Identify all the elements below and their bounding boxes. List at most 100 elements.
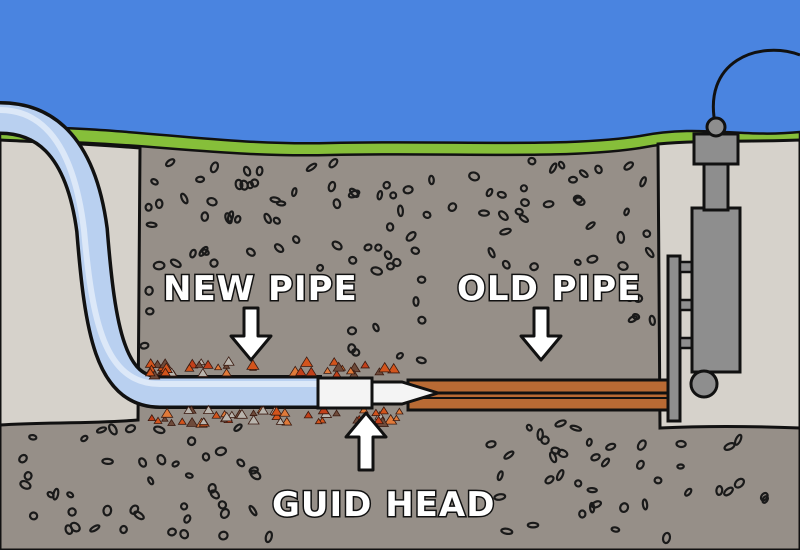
pebble bbox=[715, 485, 724, 496]
pebble bbox=[497, 210, 509, 221]
debris-chip bbox=[161, 415, 169, 422]
debris-chip bbox=[221, 367, 232, 377]
pebble bbox=[468, 171, 481, 182]
pebble bbox=[28, 511, 39, 521]
pebble bbox=[405, 231, 417, 242]
debris-chip bbox=[220, 411, 233, 422]
pebble bbox=[180, 192, 189, 205]
pebble bbox=[761, 495, 770, 504]
pebble bbox=[396, 204, 405, 218]
debris-chips bbox=[144, 356, 404, 428]
pebble bbox=[585, 437, 593, 447]
pebble bbox=[557, 448, 569, 459]
pebble bbox=[347, 343, 357, 354]
pebble bbox=[291, 235, 301, 245]
debris-chip bbox=[275, 417, 286, 425]
pebble bbox=[80, 434, 89, 443]
pebble bbox=[184, 472, 194, 479]
pebble bbox=[147, 476, 155, 486]
pebble bbox=[249, 469, 262, 481]
pebble bbox=[189, 248, 197, 259]
pebble bbox=[499, 227, 512, 236]
debris-chip bbox=[177, 417, 187, 425]
pebble bbox=[233, 214, 242, 224]
pebble bbox=[165, 158, 176, 168]
debris-chip bbox=[392, 414, 401, 421]
pebble bbox=[402, 185, 414, 195]
pebble bbox=[661, 531, 672, 545]
pebble bbox=[242, 165, 252, 177]
pebble bbox=[374, 243, 383, 252]
pebble bbox=[733, 477, 746, 489]
pebble bbox=[642, 229, 652, 239]
debris-chip bbox=[281, 416, 293, 426]
pebble bbox=[644, 246, 655, 259]
pebble bbox=[145, 307, 155, 316]
debris-chip bbox=[373, 415, 384, 425]
pebble bbox=[605, 442, 617, 451]
debris-chip bbox=[144, 367, 156, 377]
debris-chip bbox=[227, 410, 237, 418]
pebble bbox=[89, 524, 101, 533]
pebble bbox=[586, 486, 598, 494]
pebble bbox=[248, 504, 258, 517]
pebble bbox=[52, 487, 60, 501]
pebble bbox=[209, 258, 219, 268]
soil-pebbles bbox=[18, 156, 770, 545]
pebble bbox=[233, 423, 243, 433]
pebble bbox=[526, 521, 540, 529]
debris-chip bbox=[160, 407, 174, 418]
debris-chip bbox=[257, 405, 269, 415]
pebble bbox=[332, 198, 342, 210]
pebble bbox=[272, 216, 281, 225]
pebble bbox=[600, 457, 611, 468]
debris-chip bbox=[314, 417, 323, 425]
pebble bbox=[574, 479, 583, 488]
pebble bbox=[95, 426, 108, 434]
pebble bbox=[496, 190, 507, 199]
pebble bbox=[23, 471, 33, 481]
pebble bbox=[548, 451, 558, 464]
pebble bbox=[478, 209, 490, 217]
pebble bbox=[684, 487, 693, 497]
pebble bbox=[183, 514, 192, 524]
pebble bbox=[635, 459, 645, 470]
pebble bbox=[569, 424, 583, 432]
pebble bbox=[348, 255, 358, 265]
down-arrow-icon bbox=[229, 306, 273, 362]
debris-chip bbox=[332, 361, 345, 372]
pebble bbox=[590, 453, 601, 462]
pebble bbox=[415, 356, 427, 365]
pebble bbox=[519, 184, 529, 193]
guide-head bbox=[316, 376, 444, 410]
pebble bbox=[641, 498, 649, 511]
pebble bbox=[617, 261, 629, 271]
pebble bbox=[586, 254, 599, 264]
pebble bbox=[501, 259, 511, 270]
pebble bbox=[636, 439, 647, 451]
pebble bbox=[392, 257, 402, 268]
pebble bbox=[66, 491, 75, 499]
debris-chip bbox=[317, 404, 330, 415]
pebble bbox=[144, 285, 154, 296]
debris-chip bbox=[185, 416, 199, 427]
debris-chip bbox=[271, 411, 283, 421]
pebble bbox=[201, 248, 210, 256]
debris-chip bbox=[300, 356, 314, 367]
pebble bbox=[328, 158, 339, 169]
pebble bbox=[594, 164, 603, 175]
pebble bbox=[186, 436, 197, 447]
pebble bbox=[557, 160, 566, 170]
pebble bbox=[150, 178, 159, 186]
debris-chip bbox=[194, 360, 204, 368]
pebble bbox=[119, 524, 128, 535]
pebble bbox=[500, 527, 514, 536]
pebble bbox=[520, 198, 530, 208]
pebble bbox=[386, 262, 395, 271]
old-pipe bbox=[406, 378, 672, 412]
pebble bbox=[156, 454, 167, 466]
debris-chip bbox=[147, 414, 157, 422]
pebble bbox=[733, 433, 743, 446]
pebble bbox=[428, 174, 435, 186]
